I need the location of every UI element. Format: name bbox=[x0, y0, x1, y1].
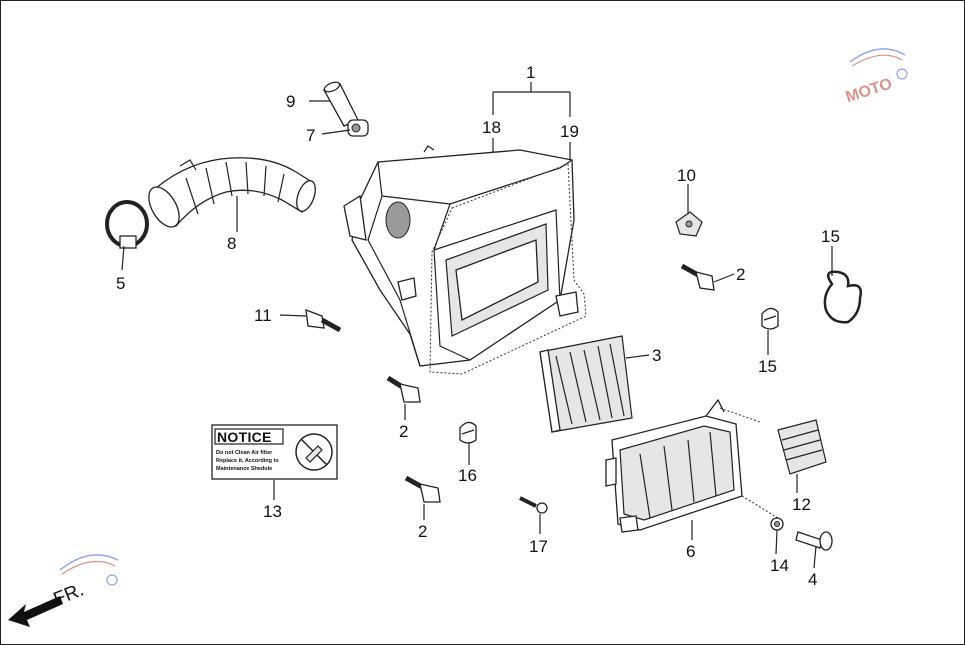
part-9-grille bbox=[777, 419, 827, 475]
callout-7: 7 bbox=[306, 126, 315, 145]
leader-lines bbox=[121, 82, 833, 569]
callout-1: 1 bbox=[526, 63, 535, 82]
callout-4: 4 bbox=[808, 570, 817, 589]
callout-10: 8 bbox=[227, 234, 236, 253]
part-17-screw bbox=[519, 496, 548, 514]
callout-15b: 16 bbox=[458, 466, 477, 485]
part-11-tube bbox=[323, 81, 359, 127]
part-6-air-box-cover bbox=[605, 398, 779, 533]
callout-8: 14 bbox=[770, 556, 789, 575]
part-2-bolt bbox=[404, 475, 441, 503]
callout-14: 13 bbox=[263, 502, 282, 521]
callout-19: 19 bbox=[560, 122, 579, 141]
part-8-washer bbox=[770, 517, 784, 531]
front-direction-arrow-icon bbox=[8, 596, 63, 627]
callout-16: 15 bbox=[821, 227, 840, 246]
watermark-text: MOTO bbox=[844, 75, 895, 106]
part-5-clamp bbox=[105, 200, 149, 249]
part-15-grommet bbox=[459, 421, 477, 444]
callout-2a: 2 bbox=[736, 265, 745, 284]
front-direction-label: FR. bbox=[51, 579, 87, 610]
part-12-nut bbox=[675, 211, 703, 237]
part-2-bolt bbox=[386, 375, 421, 403]
callout-2c: 2 bbox=[418, 522, 427, 541]
part-15-grommet bbox=[761, 307, 779, 330]
callout-6: 6 bbox=[686, 542, 695, 561]
callout-17: 17 bbox=[529, 537, 548, 556]
part-13-bolt bbox=[305, 309, 342, 333]
callout-12: 10 bbox=[677, 166, 696, 185]
notice-line-3: Maintenance Shedule bbox=[216, 466, 272, 472]
part-3-air-filter bbox=[539, 335, 633, 433]
callout-3: 3 bbox=[652, 346, 661, 365]
callout-11: 9 bbox=[286, 92, 295, 111]
part-4-bolt bbox=[795, 531, 833, 551]
notice-line-2: Replace it, According to bbox=[216, 458, 279, 464]
watermark-logo-icon bbox=[59, 554, 119, 586]
callout-2b: 2 bbox=[399, 422, 408, 441]
notice-heading: NOTICE bbox=[217, 429, 272, 445]
part-7-clip bbox=[347, 119, 369, 137]
callout-13: 11 bbox=[254, 306, 272, 325]
watermark-logo-icon: MOTO bbox=[844, 48, 908, 106]
part-1-air-box bbox=[343, 145, 587, 375]
no-cleaning-prohibition-icon bbox=[295, 433, 333, 471]
part-16-seal bbox=[823, 270, 862, 324]
notice-line-1: Do not Clean Air filter bbox=[216, 450, 273, 456]
part-14-notice-label: NOTICE Do not Clean Air filter Replace i… bbox=[211, 424, 338, 480]
callout-18: 18 bbox=[482, 118, 501, 137]
part-10-intake-duct bbox=[148, 157, 316, 228]
callout-9: 12 bbox=[792, 495, 811, 514]
part-2-bolt bbox=[680, 263, 715, 291]
front-direction-marker: FR. bbox=[8, 579, 87, 627]
callout-5: 5 bbox=[116, 274, 125, 293]
callout-15a: 15 bbox=[758, 357, 777, 376]
